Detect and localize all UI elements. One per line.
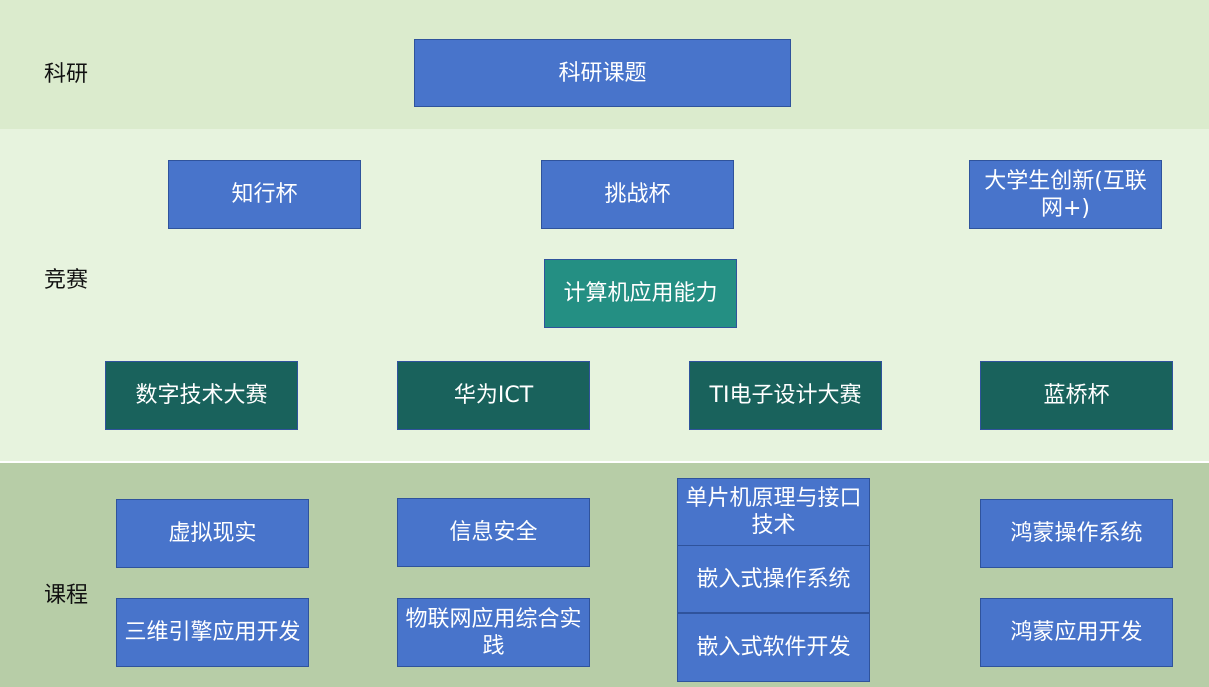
competition-huawei-ict: 华为ICT: [397, 361, 590, 430]
course-embedded-os: 嵌入式操作系统: [677, 545, 870, 613]
course-harmony-os: 鸿蒙操作系统: [980, 499, 1173, 568]
course-harmony-app: 鸿蒙应用开发: [980, 598, 1173, 667]
competition-computer-application: 计算机应用能力: [544, 259, 737, 328]
course-info-security: 信息安全: [397, 498, 590, 567]
research-project-box: 科研课题: [414, 39, 791, 107]
competition-lanqiao-cup: 蓝桥杯: [980, 361, 1173, 430]
course-embedded-software: 嵌入式软件开发: [677, 613, 870, 682]
course-iot: 物联网应用综合实践: [397, 598, 590, 667]
course-label: 课程: [44, 583, 89, 608]
course-3d-engine: 三维引擎应用开发: [116, 598, 309, 667]
competition-zhixing-cup: 知行杯: [168, 160, 361, 229]
course-vr: 虚拟现实: [116, 499, 309, 568]
competition-innovation: 大学生创新(互联网+): [969, 160, 1162, 229]
competition-ti-design: TI电子设计大赛: [689, 361, 882, 430]
course-mcu: 单片机原理与接口技术: [677, 478, 870, 546]
competition-challenge-cup: 挑战杯: [541, 160, 734, 229]
competition-label: 竞赛: [44, 268, 89, 293]
research-label: 科研: [44, 62, 89, 87]
competition-digital-tech: 数字技术大赛: [105, 361, 298, 430]
